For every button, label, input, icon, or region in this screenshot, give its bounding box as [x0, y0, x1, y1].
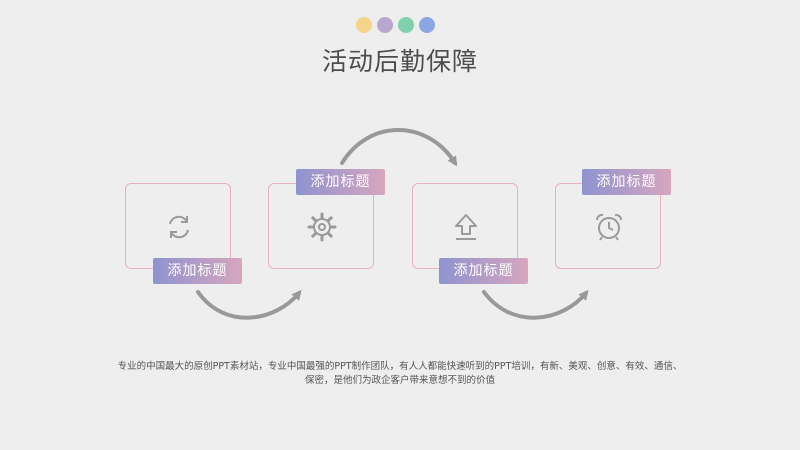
step-card-2 [268, 183, 374, 269]
upload-icon [455, 214, 477, 240]
gear-icon [307, 212, 337, 242]
slide-description: 专业的中国最大的原创PPT素材站，专业中国最强的PPT制作团队，有人人都能快速听… [80, 360, 720, 388]
dot-purple [377, 17, 393, 33]
step-card-1 [125, 183, 231, 269]
arrow-3-to-4 [482, 289, 589, 320]
step-3-title: 添加标题 [439, 258, 528, 284]
arrow-1-to-2 [196, 289, 302, 320]
step-4-title: 添加标题 [582, 169, 671, 195]
dot-green [398, 17, 414, 33]
dot-blue [419, 17, 435, 33]
step-2-title: 添加标题 [296, 169, 385, 195]
decorative-dots [356, 17, 435, 33]
description-line-2: 保密，是他们为政企客户带来意想不到的价值 [304, 375, 495, 386]
step-card-4 [555, 183, 661, 269]
arrow-2-to-3 [340, 128, 458, 167]
alarm-clock-icon [596, 213, 622, 241]
dot-yellow [356, 17, 372, 33]
step-1-title: 添加标题 [153, 258, 242, 284]
slide-title: 活动后勤保障 [321, 47, 478, 76]
step-card-3 [412, 183, 518, 269]
description-line-1: 专业的中国最大的原创PPT素材站，专业中国最强的PPT制作团队，有人人都能快速听… [117, 361, 683, 372]
refresh-icon [169, 215, 189, 239]
